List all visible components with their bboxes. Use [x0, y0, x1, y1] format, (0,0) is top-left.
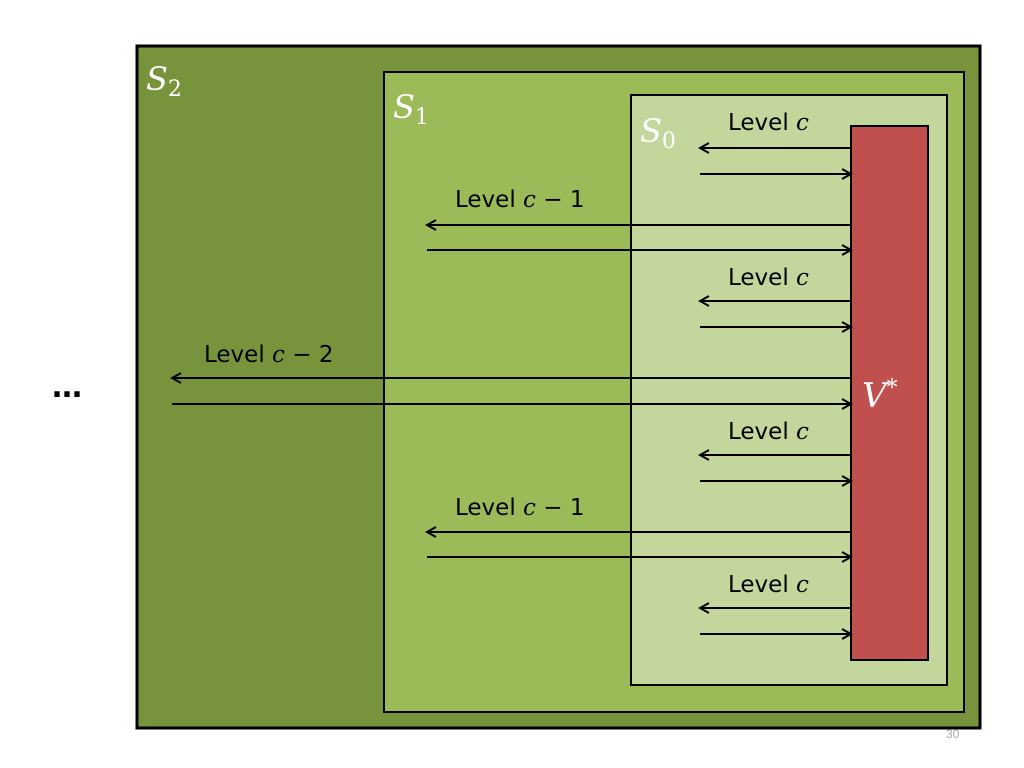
- level-variable: c: [796, 572, 809, 598]
- level-label-2: Level c − 1: [455, 187, 584, 213]
- set-s0-subscript: 0: [662, 129, 676, 154]
- level-suffix: − 1: [536, 187, 585, 213]
- set-s2-letter: S: [146, 60, 168, 98]
- level-label-6: Level c − 1: [455, 495, 584, 521]
- set-s1-label: S1: [393, 88, 429, 130]
- level-label-7: Level c: [728, 572, 809, 598]
- level-suffix: − 2: [285, 342, 334, 368]
- level-label-5: Level c: [728, 419, 809, 445]
- set-s2-label: S2: [146, 60, 182, 102]
- set-s0-label: S0: [640, 112, 676, 154]
- level-variable: c: [523, 495, 536, 521]
- level-word: Level: [455, 187, 516, 213]
- vstar-letter: V: [862, 376, 890, 416]
- vstar-box: [850, 125, 929, 661]
- level-label-3: Level c: [728, 265, 809, 291]
- set-s1-letter: S: [393, 88, 415, 126]
- arrows-group: [172, 148, 851, 634]
- set-s1-subscript: 1: [415, 105, 429, 130]
- level-label-1: Level c: [728, 110, 809, 136]
- level-variable: c: [796, 110, 809, 136]
- page-number: 30: [946, 727, 960, 741]
- level-label-4: Level c − 2: [204, 342, 333, 368]
- level-variable: c: [272, 342, 285, 368]
- level-variable: c: [523, 187, 536, 213]
- level-variable: c: [796, 419, 809, 445]
- level-word: Level: [204, 342, 265, 368]
- level-word: Level: [728, 265, 789, 291]
- vstar-superscript: *: [887, 376, 898, 401]
- ellipsis: …: [52, 370, 82, 405]
- level-word: Level: [728, 572, 789, 598]
- level-word: Level: [728, 110, 789, 136]
- level-suffix: − 1: [536, 495, 585, 521]
- vstar-label: V*: [862, 376, 898, 416]
- level-word: Level: [728, 419, 789, 445]
- level-variable: c: [796, 265, 809, 291]
- set-s2-subscript: 2: [168, 77, 182, 102]
- set-s0-letter: S: [640, 112, 662, 150]
- level-word: Level: [455, 495, 516, 521]
